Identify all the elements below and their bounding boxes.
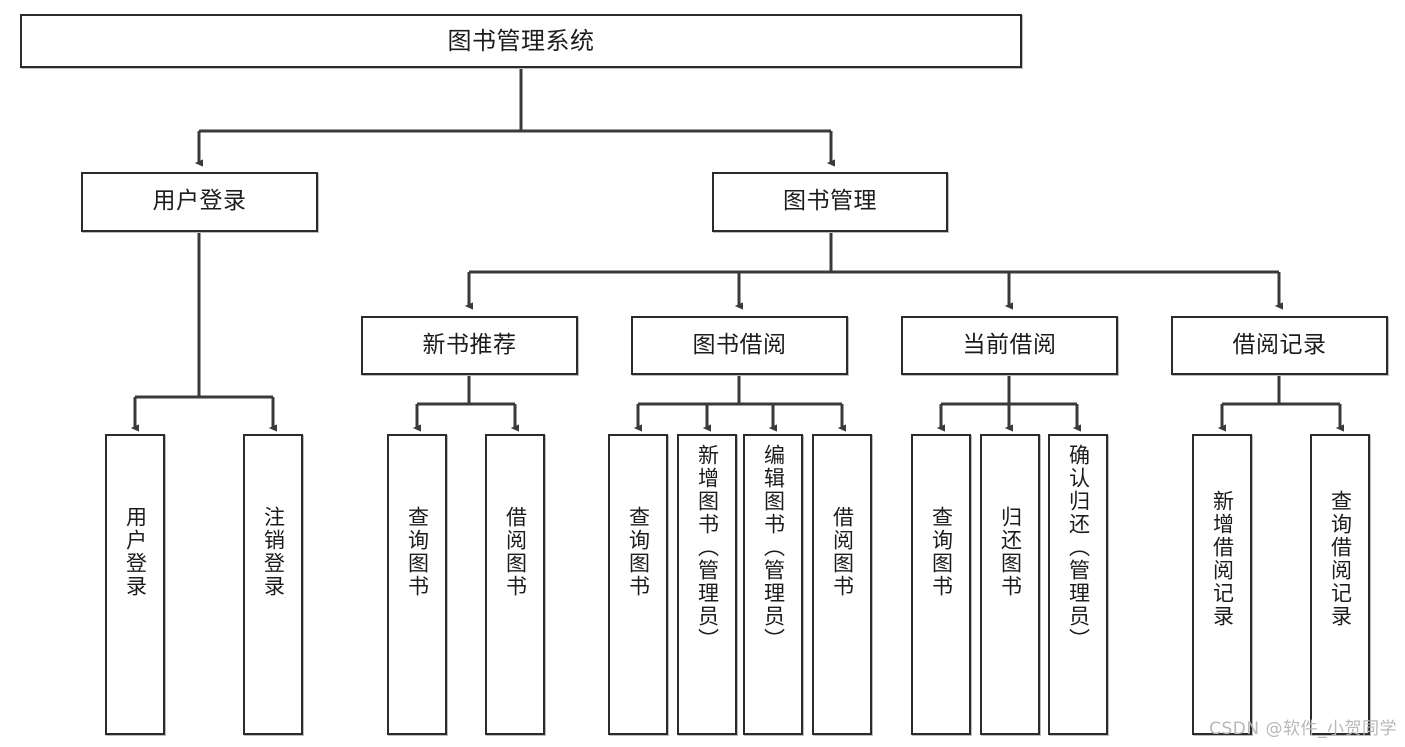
node-leaf-query-book-current[interactable]: 查询图书 <box>911 434 971 735</box>
node-book-borrowing[interactable]: 图书借阅 <box>631 316 848 375</box>
node-borrowing-records[interactable]: 借阅记录 <box>1171 316 1388 375</box>
node-label: 借阅记录 <box>1232 331 1327 358</box>
node-label: 图书借阅 <box>692 331 787 358</box>
node-label: 确认归还（管理员） <box>1066 444 1091 651</box>
node-new-book-recommendation[interactable]: 新书推荐 <box>361 316 578 375</box>
node-user-login[interactable]: 用户登录 <box>81 172 318 232</box>
node-leaf-query-book-borrowing[interactable]: 查询图书 <box>608 434 668 735</box>
node-label: 新增借阅记录 <box>1210 490 1235 628</box>
node-leaf-edit-book-admin[interactable]: 编辑图书（管理员） <box>743 434 803 735</box>
node-leaf-query-book-recommendation[interactable]: 查询图书 <box>387 434 447 735</box>
node-leaf-confirm-return-admin[interactable]: 确认归还（管理员） <box>1048 434 1108 735</box>
node-label: 借阅图书 <box>830 506 855 598</box>
node-label: 用户登录 <box>152 188 247 215</box>
node-label: 新书推荐 <box>422 331 517 358</box>
node-label: 当前借阅 <box>962 331 1057 358</box>
node-label: 编辑图书（管理员） <box>761 444 786 651</box>
node-label: 查询图书 <box>929 506 954 598</box>
node-leaf-user-login[interactable]: 用户登录 <box>105 434 165 735</box>
node-leaf-return-book[interactable]: 归还图书 <box>980 434 1040 735</box>
node-leaf-borrow-book-recommendation[interactable]: 借阅图书 <box>485 434 545 735</box>
node-label: 查询借阅记录 <box>1328 490 1353 628</box>
node-label: 注销登录 <box>261 506 286 598</box>
node-label: 用户登录 <box>123 506 148 598</box>
node-label: 新增图书（管理员） <box>695 444 720 651</box>
node-leaf-add-book-admin[interactable]: 新增图书（管理员） <box>677 434 737 735</box>
node-label: 查询图书 <box>626 506 651 598</box>
node-label: 归还图书 <box>998 506 1023 598</box>
node-label: 图书管理系统 <box>447 26 595 55</box>
node-leaf-query-borrowing-record[interactable]: 查询借阅记录 <box>1310 434 1370 735</box>
node-label: 图书管理 <box>783 188 877 215</box>
node-current-borrowing[interactable]: 当前借阅 <box>901 316 1118 375</box>
node-label: 查询图书 <box>405 506 430 598</box>
node-leaf-logout-login[interactable]: 注销登录 <box>243 434 303 735</box>
node-leaf-borrow-book[interactable]: 借阅图书 <box>812 434 872 735</box>
node-leaf-add-borrowing-record[interactable]: 新增借阅记录 <box>1192 434 1252 735</box>
csdn-watermark: CSDN @软件_小贺同学 <box>1209 719 1397 739</box>
node-book-management[interactable]: 图书管理 <box>712 172 948 232</box>
node-root-book-management-system[interactable]: 图书管理系统 <box>20 14 1022 68</box>
node-label: 借阅图书 <box>503 506 528 598</box>
